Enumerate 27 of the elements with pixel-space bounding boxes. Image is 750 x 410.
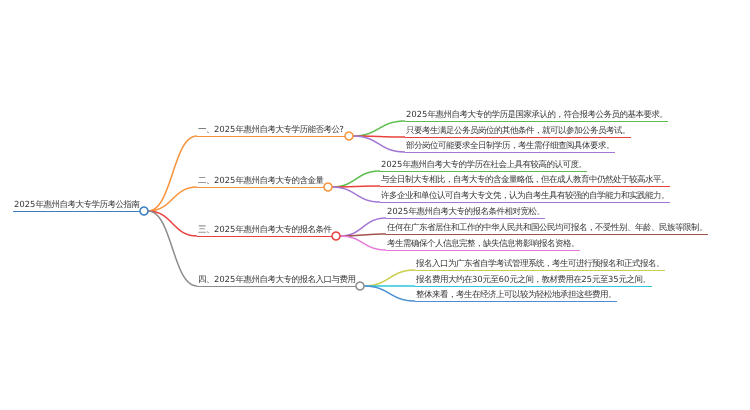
leaf-topic: 部分岗位可能要求全日制学历，考生需仔细查阅具体要求。: [405, 140, 615, 153]
connector: [340, 233, 386, 237]
leaf-topic: 2025年惠州自考大专的学历是国家承认的，符合报考公务员的基本要求。: [405, 109, 668, 122]
leaf-topic: 整体来看，考生在经济上可以较为轻松地承担这些费用。: [415, 289, 617, 302]
connector: [332, 186, 380, 203]
leaf-topic: 2025年惠州自考大专的学历在社会上具有较高的认可度。: [380, 159, 588, 172]
connector: [340, 235, 386, 251]
branch-topic: 一、2025年惠州自考大专学历能否考公?: [197, 124, 345, 137]
connector: [352, 135, 406, 153]
leaf-topic: 报名费用大约在30元至60元之间，教材费用在25元至35元之间。: [415, 274, 652, 287]
leaf-topic: 任何在广东省居住和工作的中华人民共和国公民均可报名，不受性别、年龄、民族等限制。: [386, 222, 708, 235]
leaf-topic: 2025年惠州自考大专的报名条件相对宽松。: [386, 206, 546, 219]
connector: [364, 285, 416, 302]
leaf-topic: 只要考生满足公务员岗位的其他条件，就可以参加公务员考试。: [405, 125, 631, 138]
leaf-topic: 与全日制大专相比，自考大专的含金量略低，但在成人教育中仍然处于较高水平。: [380, 174, 670, 187]
root-topic: 2025年惠州自考大专学历考公指南: [13, 199, 140, 212]
branch-topic: 二、2025年惠州自考大专的含金量: [197, 175, 324, 188]
connector: [364, 269, 416, 287]
leaf-topic: 考生需确保个人信息完整，缺失信息将影响报名资格。: [386, 238, 580, 251]
branch-topic: 三、2025年惠州自考大专的报名条件: [197, 224, 332, 237]
leaf-topic: 许多企业和单位认可自考大专文凭，认为自考生具有较强的自学能力和实践能力。: [380, 190, 670, 203]
connector: [148, 210, 198, 287]
leaf-topic: 报名入口为广东省自学考试管理系统，考生可进行预报名和正式报名。: [415, 258, 665, 271]
connector: [352, 120, 406, 137]
connector: [148, 186, 198, 212]
connector: [332, 185, 380, 188]
branch-topic: 四、2025年惠州自考大专的报名入口与费用: [197, 274, 356, 287]
